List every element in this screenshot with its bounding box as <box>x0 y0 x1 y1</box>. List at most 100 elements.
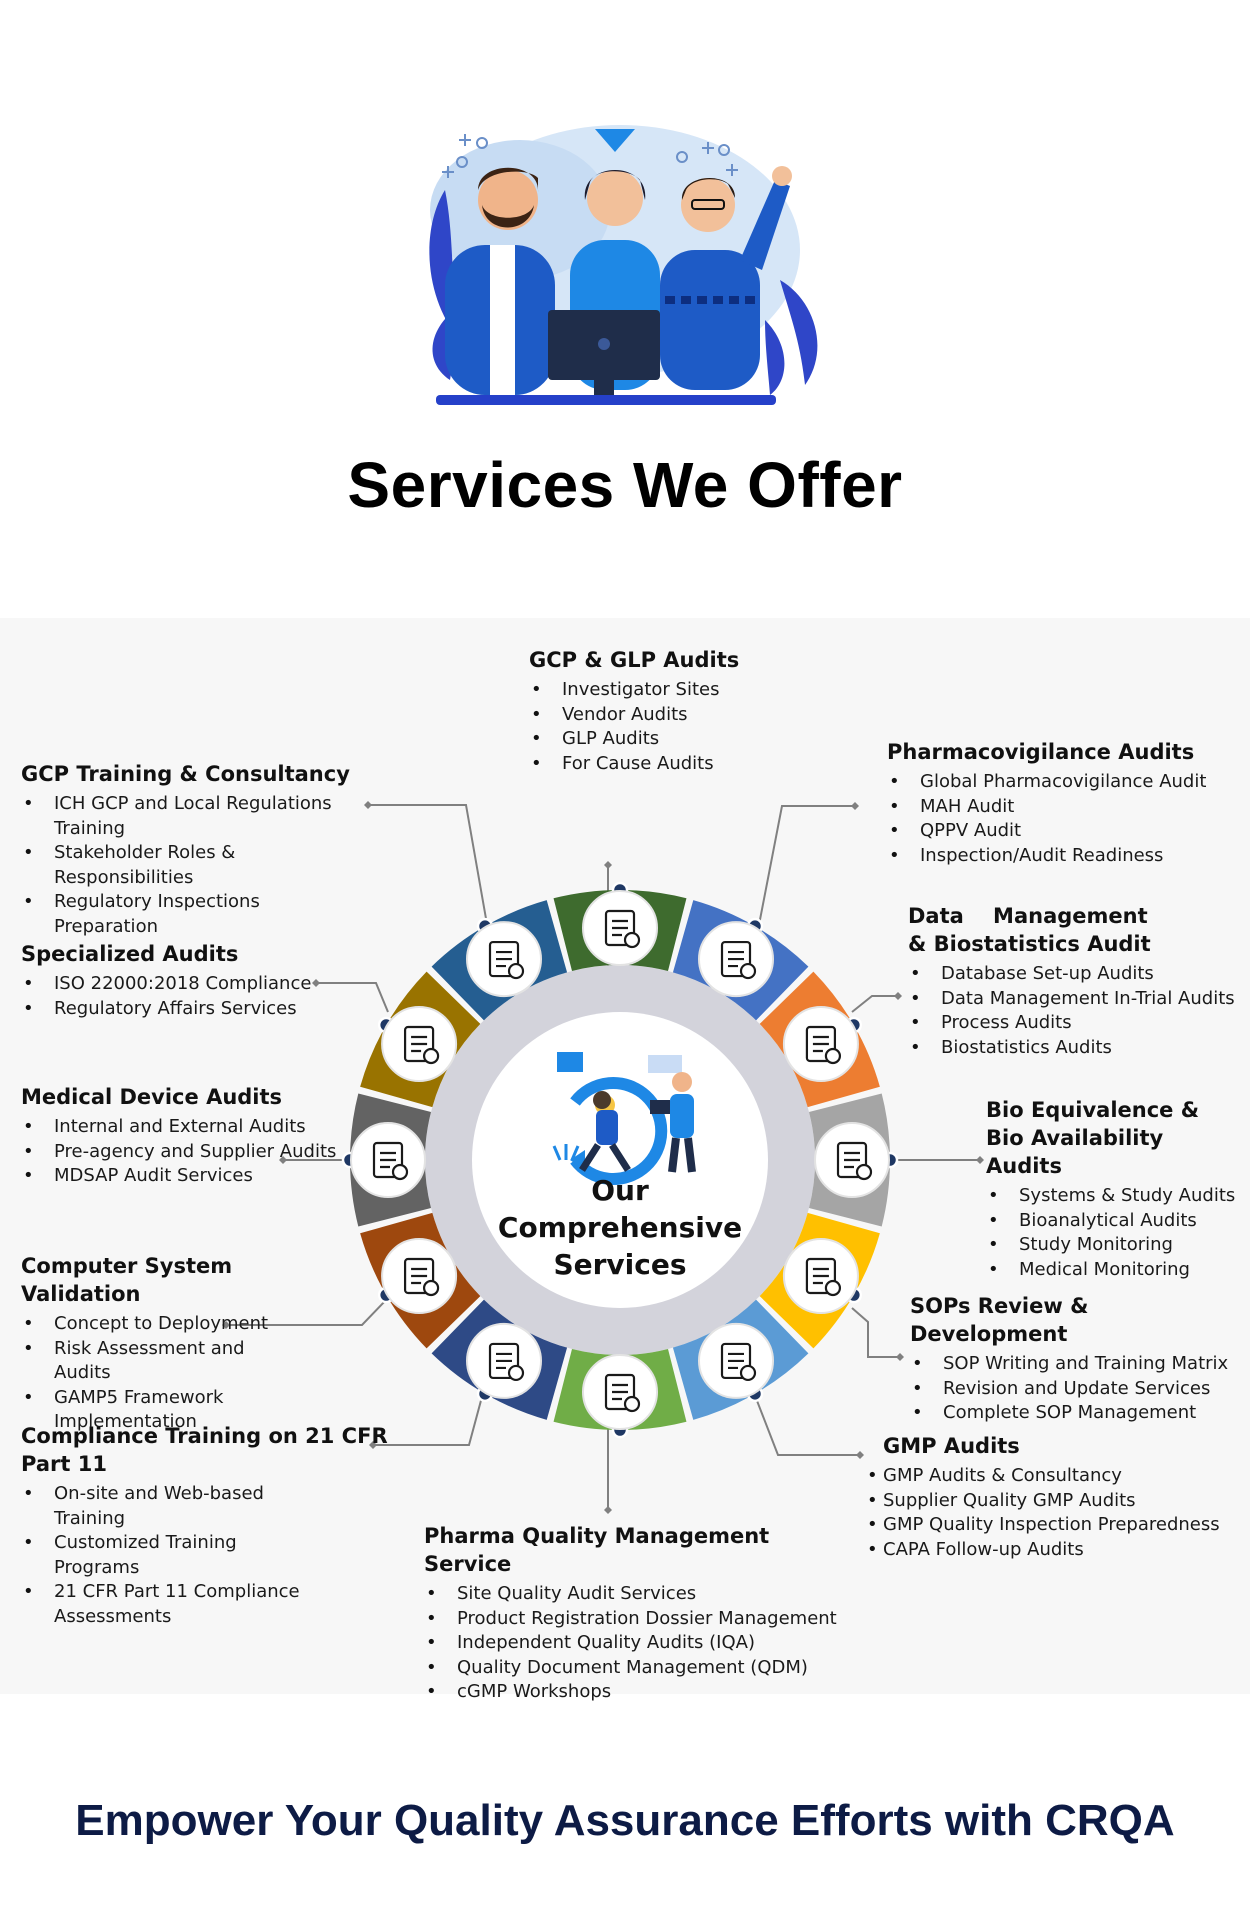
center-illustration-icon <box>552 1052 696 1185</box>
service-title: Pharmacovigilance Audits <box>887 740 1195 764</box>
service-item: Vendor Audits <box>529 703 829 728</box>
service-specialized-audits: Specialized Audits ISO 22000:2018 Compli… <box>21 940 341 1021</box>
connector-line <box>851 995 898 1013</box>
service-item: On-site and Web-based Training <box>21 1482 311 1531</box>
shield-stamp-icon-glyph <box>488 1342 525 1382</box>
service-item: For Cause Audits <box>529 752 829 777</box>
service-item: ICH GCP and Local Regulations Training <box>21 792 366 841</box>
service-item: Investigator Sites <box>529 678 829 703</box>
service-title: Data Management & Biostatistics Audit <box>908 904 1155 956</box>
connector-line <box>753 1392 860 1456</box>
connector-end <box>604 861 612 869</box>
service-item: GLP Audits <box>529 727 829 752</box>
service-item: CAPA Follow-up Audits <box>865 1538 1225 1563</box>
service-item: Stakeholder Roles & Responsibilities <box>21 841 366 890</box>
medical-kit-icon-glyph <box>372 1141 409 1181</box>
service-item: Process Audits <box>908 1011 1238 1036</box>
connector-end <box>856 1451 864 1459</box>
triangle-icon <box>595 129 635 152</box>
center-label: Our Comprehensive Services <box>495 1172 745 1283</box>
connector-end <box>896 1353 904 1361</box>
footer-tagline: Empower Your Quality Assurance Efforts w… <box>75 1796 1175 1845</box>
document-magnifier-icon-glyph <box>403 1025 440 1065</box>
service-item: QPPV Audit <box>887 819 1227 844</box>
service-item: Site Quality Audit Services <box>424 1582 844 1607</box>
service-item: Regulatory Inspections Preparation <box>21 890 366 939</box>
connector-end <box>976 1156 984 1164</box>
service-item: ISO 22000:2018 Compliance <box>21 972 341 997</box>
service-title: Computer System Validation <box>21 1254 233 1306</box>
service-item: Product Registration Dossier Management <box>424 1607 844 1632</box>
service-pharma-quality: Pharma Quality Management Service Site Q… <box>424 1522 844 1705</box>
calculator-chart-icon-glyph <box>805 1025 842 1065</box>
gear-hand-icon-glyph <box>720 1342 757 1382</box>
service-gcp-training: GCP Training & Consultancy ICH GCP and L… <box>21 760 381 939</box>
service-item: 21 CFR Part 11 Compliance Assessments <box>21 1580 311 1629</box>
service-item: Bioanalytical Audits <box>986 1209 1236 1234</box>
service-item: Complete SOP Management <box>910 1401 1240 1426</box>
service-item: Concept to Deployment <box>21 1312 281 1337</box>
service-item: Biostatistics Audits <box>908 1036 1238 1061</box>
service-item: GMP Quality Inspection Preparedness <box>865 1513 1225 1538</box>
service-medical-device-audits: Medical Device Audits Internal and Exter… <box>21 1083 351 1189</box>
service-title: Bio Equivalence & Bio Availability Audit… <box>986 1098 1200 1178</box>
service-item: Internal and External Audits <box>21 1115 351 1140</box>
doctor-presentation-icon-glyph <box>488 940 525 980</box>
computer-monitor-icon <box>436 310 776 405</box>
tablet-checklist-icon-glyph <box>720 940 757 980</box>
page-title: Services We Offer <box>347 449 903 521</box>
service-item: Study Monitoring <box>986 1233 1236 1258</box>
connector-end <box>851 802 859 810</box>
connector-line <box>757 805 855 931</box>
service-item: Data Management In-Trial Audits <box>908 987 1238 1012</box>
service-item: Medical Monitoring <box>986 1258 1236 1283</box>
service-title: Medical Device Audits <box>21 1085 283 1109</box>
hand-book-icon-glyph <box>836 1141 873 1181</box>
center-label-line: Comprehensive <box>497 1211 743 1244</box>
service-item: GAMP5 Framework Implementation <box>21 1386 281 1435</box>
service-item: Pre-agency and Supplier Audits <box>21 1140 351 1165</box>
service-data-management: Data Management & Biostatistics Audit Da… <box>908 902 1235 1060</box>
service-sops-review: SOPs Review & Development SOP Writing an… <box>910 1292 1240 1426</box>
person-left-icon <box>445 167 555 395</box>
service-gmp-audits: GMP Audits GMP Audits & Consultancy Supp… <box>865 1432 1225 1562</box>
award-ribbon-icon-glyph <box>604 1373 641 1413</box>
service-title: Specialized Audits <box>21 942 239 966</box>
service-item: Quality Document Management (QDM) <box>424 1656 844 1681</box>
center-label-line: Services <box>553 1248 687 1281</box>
service-item: MAH Audit <box>887 795 1227 820</box>
connector-end <box>894 992 902 1000</box>
document-pen-icon-glyph <box>403 1257 440 1297</box>
center-label-line: Our <box>591 1174 649 1207</box>
service-title: GCP & GLP Audits <box>529 648 740 672</box>
connector-end <box>369 1441 377 1449</box>
service-item: Inspection/Audit Readiness <box>887 844 1227 869</box>
service-item: MDSAP Audit Services <box>21 1164 351 1189</box>
service-item: Revision and Update Services <box>910 1377 1240 1402</box>
team-illustration <box>429 125 818 405</box>
connector-line <box>373 1392 484 1446</box>
service-bio-equivalence: Bio Equivalence & Bio Availability Audit… <box>986 1096 1236 1282</box>
service-title: Pharma Quality Management Service <box>424 1524 770 1576</box>
service-compliance-training: Compliance Training on 21 CFR Part 11 On… <box>21 1422 441 1629</box>
service-item: Risk Assessment and Audits <box>21 1337 281 1386</box>
service-item: SOP Writing and Training Matrix <box>910 1352 1240 1377</box>
connector-line <box>368 804 489 931</box>
service-item: Systems & Study Audits <box>986 1184 1236 1209</box>
service-item: Customized Training Programs <box>21 1531 311 1580</box>
service-computer-system-validation: Computer System Validation Concept to De… <box>21 1252 331 1435</box>
monitor-checklist-icon-glyph <box>805 1257 842 1297</box>
clipboard-search-icon-glyph <box>604 909 641 949</box>
connector-end <box>604 1506 612 1514</box>
connector-line <box>851 1307 900 1358</box>
service-gcp-glp-audits: GCP & GLP Audits Investigator Sites Vend… <box>529 646 829 776</box>
service-title: GCP Training & Consultancy <box>21 762 350 786</box>
service-item: Regulatory Affairs Services <box>21 997 341 1022</box>
service-title: SOPs Review & Development <box>910 1294 1089 1346</box>
person-right-icon <box>660 166 792 390</box>
service-item: Global Pharmacovigilance Audit <box>887 770 1227 795</box>
service-item: Independent Quality Audits (IQA) <box>424 1631 844 1656</box>
service-item: cGMP Workshops <box>424 1680 844 1705</box>
connector-end <box>364 801 372 809</box>
